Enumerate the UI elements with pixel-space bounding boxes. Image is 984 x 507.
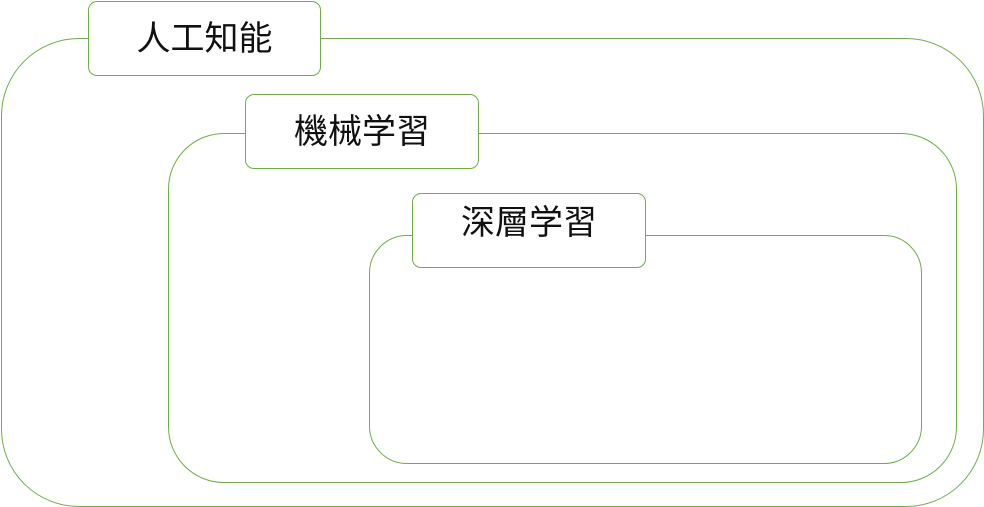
label-text-dl: 深層学習 [461, 203, 597, 243]
label-text-ai: 人工知能 [136, 18, 273, 59]
label-artificial-intelligence: 人工知能 [88, 1, 321, 76]
region-machine-learning [168, 133, 957, 483]
label-machine-learning: 機械学習 [245, 94, 479, 169]
label-deep-learning: 深層学習 [412, 193, 646, 268]
region-deep-learning [369, 235, 922, 464]
label-text-ml: 機械学習 [294, 111, 430, 152]
